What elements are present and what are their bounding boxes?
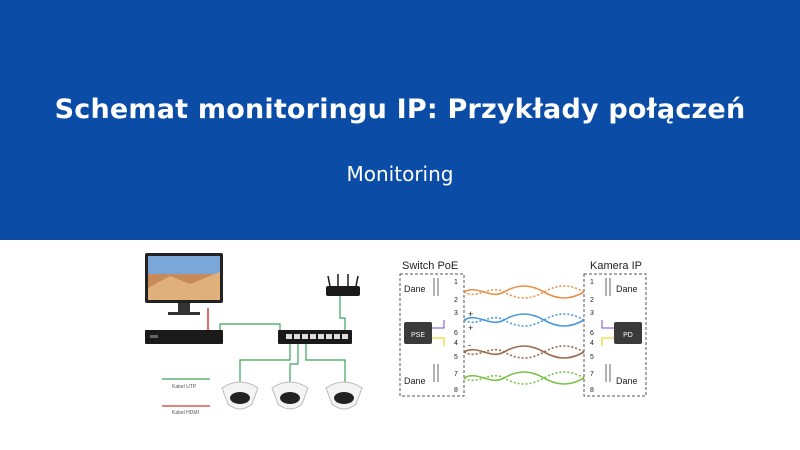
plus-sign-2: + (468, 323, 473, 333)
pin-left-2: 2 (454, 297, 458, 304)
legend: Kabel UTP Kabel HDMI (162, 378, 210, 416)
dome-camera-icon-3 (325, 381, 363, 410)
recorder-icon (145, 330, 223, 344)
dome-camera-icon-1 (221, 381, 259, 410)
switch-poe-label: Switch PoE (402, 260, 458, 272)
pd-box (614, 322, 642, 344)
pd-label: PD (623, 332, 633, 339)
pin-right-6: 6 (590, 330, 594, 337)
pin-right-4: 4 (590, 340, 594, 347)
camera-box (583, 273, 647, 397)
pin-right-1: 1 (590, 279, 594, 286)
pin-left-4: 4 (454, 340, 458, 347)
legend-hdmi-label: Kabel HDMI (172, 410, 199, 416)
pse-box (404, 322, 432, 344)
legend-utp-label: Kabel UTP (172, 384, 197, 390)
connector-leads (432, 320, 614, 346)
switch-box (399, 273, 465, 397)
pin-left-5: 5 (454, 354, 458, 361)
pin-left-8: 8 (454, 387, 458, 394)
utp-cable-lines (219, 296, 346, 386)
pin-right-7: 7 (590, 371, 594, 378)
pin-left-7: 7 (454, 371, 458, 378)
router-icon (326, 274, 360, 296)
pin-right-8: 8 (590, 387, 594, 394)
camera-data-label-bottom: Dane (616, 376, 638, 386)
category-label: Monitoring (346, 162, 454, 186)
camera-data-label-top: Dane (616, 284, 638, 294)
pin-right-2: 2 (590, 297, 594, 304)
transformer-icons (433, 278, 611, 382)
pin-left-6: 6 (454, 330, 458, 337)
switch-data-label-bottom: Dane (404, 376, 426, 386)
header-banner (0, 0, 800, 240)
switch-data-label-top: Dane (404, 284, 426, 294)
pin-left-1: 1 (454, 279, 458, 286)
pin-right-3: 3 (590, 310, 594, 317)
switch-icon (278, 330, 352, 344)
network-connection-diagram: Kabel UTP Kabel HDMI (145, 253, 363, 416)
pse-label: PSE (411, 332, 425, 339)
minus-sign: - (468, 340, 471, 350)
page-title: Schemat monitoringu IP: Przykłady połącz… (54, 94, 746, 125)
twisted-pair-cables (463, 285, 585, 385)
pin-right-5: 5 (590, 354, 594, 361)
monitor-icon (145, 253, 223, 315)
poe-wiring-diagram: Switch PoE Kamera IP Dane Dane Dane Dane… (399, 260, 647, 397)
dome-camera-icon-2 (271, 381, 309, 410)
plus-sign-1: + (468, 309, 473, 319)
pin-left-3: 3 (454, 310, 458, 317)
ip-camera-label: Kamera IP (590, 260, 642, 272)
right-pin-numbers: 1 2 3 6 4 5 7 8 (590, 279, 594, 394)
left-pin-numbers: 1 2 3 6 4 5 7 8 (454, 279, 458, 394)
